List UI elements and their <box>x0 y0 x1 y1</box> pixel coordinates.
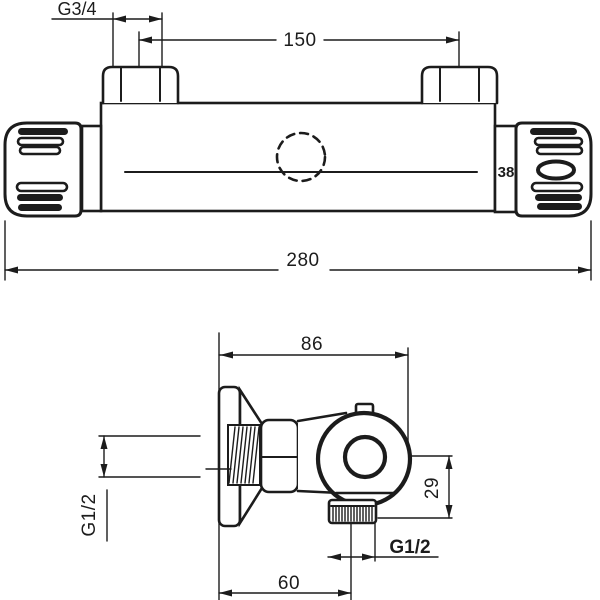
outlet-drop-value: 29 <box>422 477 443 499</box>
dim-overall-width: 280 <box>4 220 592 281</box>
wall-thread-label: G1/2 <box>79 493 100 536</box>
outlet-knurl-nut <box>327 498 378 525</box>
safety-button-oval <box>536 159 576 181</box>
left-knob <box>3 121 83 218</box>
front-view: 38 <box>3 0 593 281</box>
thread-hatching <box>228 426 260 484</box>
top-thread-label: G3/4 <box>57 0 96 19</box>
dim-top-thread: G3/4 <box>51 0 163 67</box>
outlet-offset-value: 60 <box>278 573 300 594</box>
dim-wall-thread: G1/2 <box>79 435 201 542</box>
side-view: 86 <box>79 332 453 600</box>
knurl-hatching <box>332 506 373 522</box>
port-spacing-value: 150 <box>283 30 316 51</box>
mixer-body <box>99 101 497 213</box>
dim-port-spacing: 150 <box>138 30 460 67</box>
right-knob-grip-bars <box>530 128 584 210</box>
overall-width-value: 280 <box>286 250 319 271</box>
dim-outlet-drop: 29 <box>377 455 453 519</box>
depth-value: 86 <box>301 334 323 355</box>
dim-depth: 86 <box>218 334 409 457</box>
right-knob <box>514 121 593 218</box>
left-collar <box>80 124 103 213</box>
outlet-thread-label: G1/2 <box>389 537 430 558</box>
hidden-detail-circle <box>275 131 327 183</box>
left-connection-nut <box>101 65 180 105</box>
dim-outlet-thread: G1/2 <box>327 522 439 562</box>
temp-stop-marking: 38 <box>498 164 515 181</box>
right-connection-nut <box>420 65 499 105</box>
dim-outlet-offset: 60 <box>218 573 352 597</box>
cartridge-inner-circle <box>342 434 388 480</box>
hex-nut <box>259 418 300 494</box>
wall-thread <box>227 424 261 486</box>
left-knob-grip-bars <box>15 128 69 211</box>
